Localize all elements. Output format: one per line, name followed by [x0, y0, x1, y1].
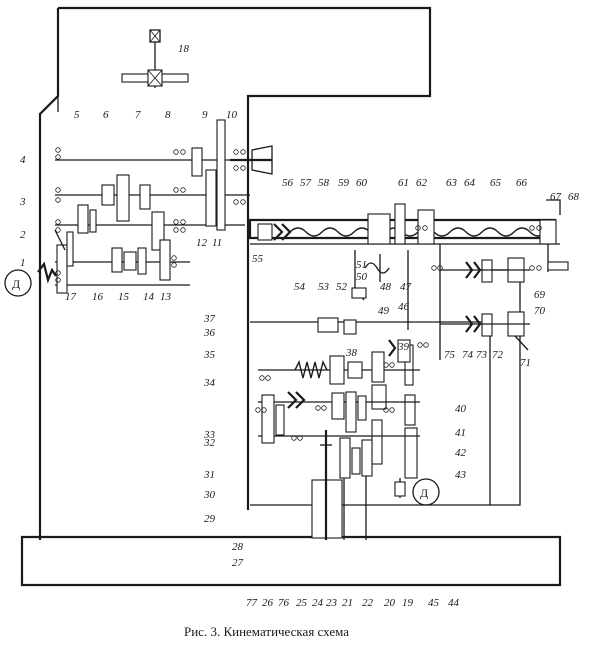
- part-label: 62: [416, 177, 428, 189]
- part-labels: 1 2 3 4 5 6 7 8 9 10 11 12 13 14 15 16 1…: [19, 43, 580, 609]
- part-label: 40: [455, 403, 467, 415]
- part-label: 36: [203, 327, 216, 339]
- part-label: 67: [550, 191, 562, 203]
- part-label: 11: [212, 237, 222, 249]
- part-label: 55: [252, 253, 264, 265]
- part-label: 7: [135, 109, 141, 121]
- part-label: 26: [262, 597, 274, 609]
- part-label: 22: [362, 597, 374, 609]
- part-label: 24: [312, 597, 324, 609]
- part-label: 76: [278, 597, 290, 609]
- part-label: 33: [203, 429, 216, 441]
- part-label: 42: [455, 447, 467, 459]
- part-label: 29: [204, 513, 216, 525]
- part-label: 59: [338, 177, 350, 189]
- part-label: 31: [203, 469, 215, 481]
- part-label: 74: [462, 349, 474, 361]
- feed-gearbox: [371, 244, 530, 498]
- part-label: 77: [246, 597, 258, 609]
- part-label: 57: [300, 177, 312, 189]
- spindle-gearbox: [37, 119, 273, 294]
- part-label: 46: [398, 301, 410, 313]
- part-label: 12: [196, 237, 208, 249]
- part-label: 64: [464, 177, 476, 189]
- part-label: 60: [356, 177, 368, 189]
- motor-left: Д: [4, 269, 32, 297]
- part-label: 70: [534, 305, 546, 317]
- part-label: 35: [203, 349, 216, 361]
- part-label: 6: [103, 109, 109, 121]
- part-label: 52: [336, 281, 348, 293]
- part-label: 54: [294, 281, 306, 293]
- part-label: 38: [345, 347, 358, 359]
- part-label: 14: [143, 291, 155, 303]
- part-label: 32: [203, 437, 216, 449]
- part-label: 49: [378, 305, 390, 317]
- part-label: 30: [203, 489, 216, 501]
- part-label: 2: [20, 229, 26, 241]
- motor-bottom-label: Д: [420, 486, 428, 500]
- part-label: 56: [282, 177, 294, 189]
- part-label: 51: [356, 259, 367, 271]
- part-label: 21: [342, 597, 353, 609]
- part-label: 13: [160, 291, 172, 303]
- part-label: 25: [296, 597, 308, 609]
- part-label: 58: [318, 177, 330, 189]
- part-label: 18: [178, 43, 190, 55]
- part-label: 71: [520, 357, 531, 369]
- motor-left-label: Д: [12, 277, 20, 291]
- part-label: 3: [19, 196, 26, 208]
- part-label: 61: [398, 177, 409, 189]
- part-label: 65: [490, 177, 502, 189]
- part-label: 27: [232, 557, 244, 569]
- motor-bottom: Д: [412, 478, 440, 506]
- part-label: 9: [202, 109, 208, 121]
- part-label: 4: [20, 154, 26, 166]
- part-label: 47: [400, 281, 412, 293]
- part-label: 10: [226, 109, 238, 121]
- part-label: 68: [568, 191, 580, 203]
- part-label: 5: [74, 109, 80, 121]
- part-label: 41: [455, 427, 466, 439]
- table-feed-screw: [257, 199, 569, 272]
- part-label: 63: [446, 177, 458, 189]
- figure-caption: Рис. 3. Кинематическая схема: [184, 624, 349, 639]
- part-label: 48: [380, 281, 392, 293]
- part-label: 43: [455, 469, 467, 481]
- part-label: 53: [318, 281, 330, 293]
- part-label: 15: [118, 291, 130, 303]
- overarm-handwheel: [121, 29, 189, 88]
- part-label: 66: [516, 177, 528, 189]
- part-label: 28: [232, 541, 244, 553]
- central-feed-box: [255, 225, 542, 540]
- part-label: 17: [65, 291, 77, 303]
- part-label: 1: [20, 257, 26, 269]
- part-label: 73: [476, 349, 488, 361]
- part-label: 8: [165, 109, 171, 121]
- part-label: 16: [92, 291, 104, 303]
- part-label: 45: [428, 597, 440, 609]
- part-label: 39: [397, 341, 410, 353]
- part-label: 34: [203, 377, 216, 389]
- part-label: 20: [384, 597, 396, 609]
- part-label: 37: [203, 313, 216, 325]
- part-label: 50: [356, 271, 368, 283]
- part-label: 72: [492, 349, 504, 361]
- part-label: 69: [534, 289, 546, 301]
- part-label: 44: [448, 597, 460, 609]
- part-label: 19: [402, 597, 414, 609]
- part-label: 75: [444, 349, 456, 361]
- part-label: 23: [326, 597, 338, 609]
